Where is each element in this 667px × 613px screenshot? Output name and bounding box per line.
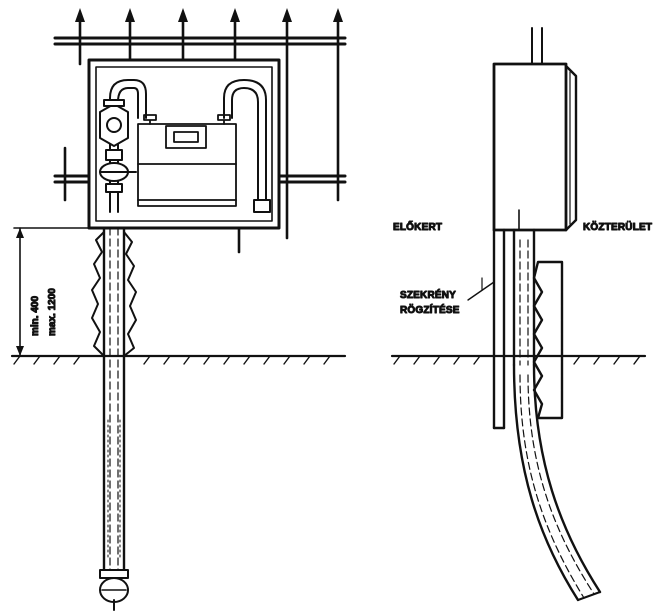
ground-line-left [10, 354, 347, 365]
front-view: min. 400 max. 1200 [10, 8, 347, 611]
top-pipe-stub [531, 27, 543, 65]
ground-line-right [390, 354, 647, 365]
riser-pipe [91, 226, 137, 611]
protective-sleeve-block [532, 260, 564, 420]
dim-max-label: max. 1200 [47, 288, 58, 336]
cabinet-fixing-label-line2: RÖGZÍTÉSE [400, 303, 460, 316]
leader-line [467, 281, 495, 301]
cabinet-fixing-label-line1: SZEKRÉNY [400, 288, 456, 301]
public-area-label: KÖZTERÜLET [583, 220, 652, 233]
cabinet-side [492, 62, 578, 232]
height-dimension [13, 227, 101, 357]
support-post [492, 228, 506, 430]
pipe-side [512, 228, 602, 602]
valve-regulator [99, 99, 137, 193]
side-view: ELŐKERT KÖZTERÜLET SZEKRÉNY RÖGZÍTÉSE [390, 27, 653, 602]
meter-piping [109, 79, 271, 213]
dim-min-label: min. 400 [30, 296, 41, 336]
gas-meter [137, 114, 237, 207]
front-yard-label: ELŐKERT [393, 220, 442, 233]
